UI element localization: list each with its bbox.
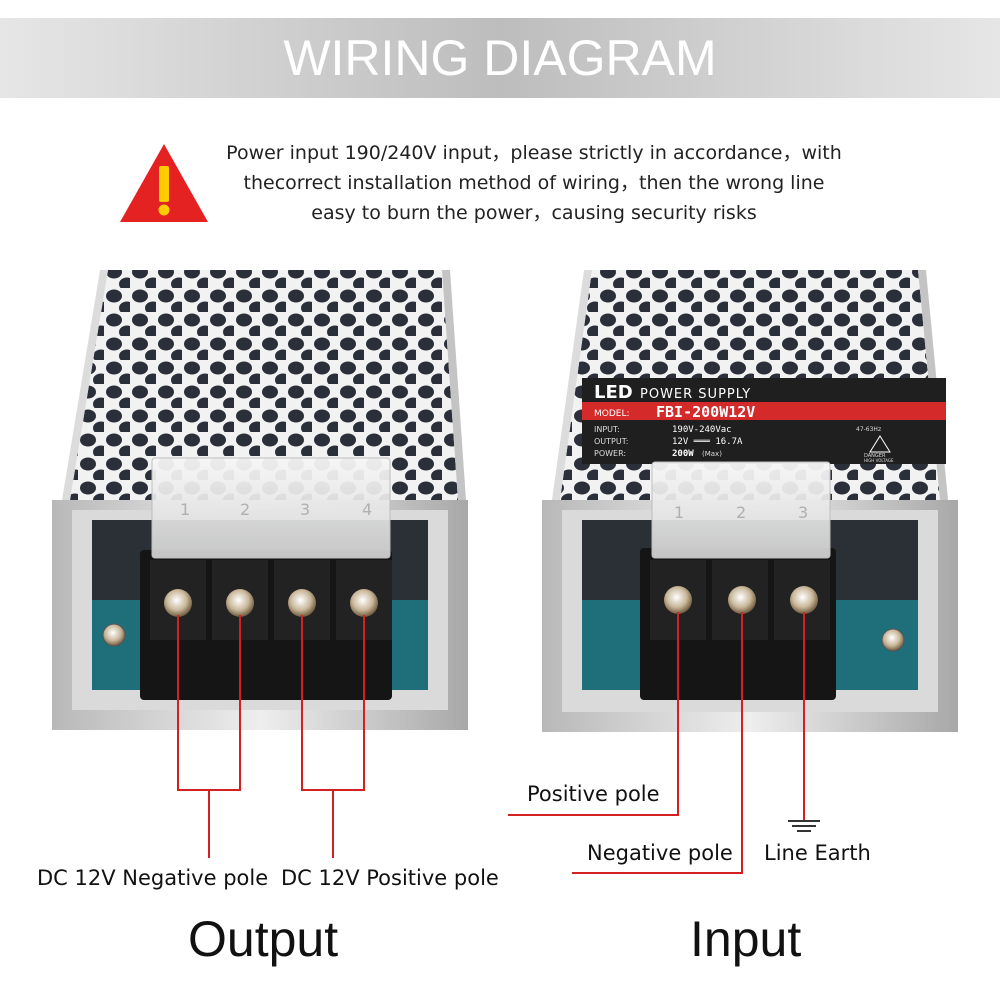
left-terminal-number-3: 3	[300, 500, 310, 519]
label-model: FBI-200W12V	[656, 403, 755, 421]
right-terminal-number-3: 3	[798, 503, 808, 522]
label-danger-sub: HIGH VOLTAGE	[864, 458, 894, 463]
label-negative-pole: Negative pole	[587, 841, 733, 865]
left-terminal-screw-1-icon	[164, 589, 192, 617]
label-product: POWER SUPPLY	[640, 387, 751, 402]
label-power-note: (Max)	[702, 450, 722, 458]
output-power-supply: 1 2 3 4	[52, 270, 468, 730]
right-terminal-screw-1-icon	[664, 586, 692, 614]
label-danger: DANGER	[864, 453, 886, 459]
caption-output: Output	[188, 911, 339, 967]
label-brand: LED	[594, 382, 633, 403]
label-freq: 47-63Hz	[856, 426, 881, 433]
label-input: 190V-240Vac	[672, 425, 732, 435]
left-terminal-cover	[151, 457, 391, 559]
ground-symbol-icon	[788, 820, 820, 832]
wire-positive-input	[508, 612, 679, 816]
warning-line-3: easy to burn the power，causing security …	[311, 202, 757, 224]
label-output: 12V ═══ 16.7A	[672, 437, 743, 447]
banner-title: WIRING DIAGRAM	[283, 30, 717, 86]
right-terminal-cover	[651, 461, 831, 559]
left-terminal-screw-2-icon	[226, 589, 254, 617]
left-terminal-number-4: 4	[362, 500, 372, 519]
left-terminal-screw-3-icon	[288, 589, 316, 617]
title-banner: WIRING DIAGRAM	[0, 18, 1000, 98]
spec-label-plate: LED POWER SUPPLY MODEL: FBI-200W12V INPU…	[582, 378, 946, 464]
warning-line-2: thecorrect installation method of wiring…	[243, 172, 825, 194]
caption-input: Input	[690, 911, 802, 967]
right-terminal-screw-3-icon	[790, 586, 818, 614]
label-input-key: INPUT:	[594, 425, 620, 434]
warning-message: Power input 190/240V input，please strict…	[196, 138, 872, 228]
label-dc-negative-pole: DC 12V Negative pole	[37, 866, 269, 890]
label-power-key: POWER:	[594, 449, 626, 458]
output-wires	[177, 615, 365, 858]
input-wires	[508, 612, 805, 874]
right-terminal-number-2: 2	[736, 503, 746, 522]
left-terminal-number-2: 2	[240, 500, 250, 519]
wire-negative-input	[572, 612, 743, 874]
left-terminal-number-1: 1	[180, 500, 190, 519]
label-output-key: OUTPUT:	[594, 437, 628, 446]
label-model-key: MODEL:	[594, 409, 630, 419]
label-power: 200W	[672, 449, 694, 459]
label-positive-pole: Positive pole	[527, 782, 660, 806]
left-perforated-top	[70, 270, 458, 500]
left-terminal-screw-4-icon	[350, 589, 378, 617]
warning-triangle-icon	[120, 144, 208, 222]
right-terminal-number-1: 1	[674, 503, 684, 522]
warning-line-1: Power input 190/240V input，please strict…	[226, 142, 842, 164]
left-mount-screw-icon	[102, 623, 126, 647]
right-mount-screw-icon	[881, 628, 905, 652]
label-line-earth: Line Earth	[764, 841, 871, 865]
right-terminal-screw-2-icon	[728, 586, 756, 614]
high-voltage-icon	[869, 435, 891, 453]
label-dc-positive-pole: DC 12V Positive pole	[281, 866, 499, 890]
input-power-supply: LED POWER SUPPLY MODEL: FBI-200W12V INPU…	[542, 270, 958, 732]
